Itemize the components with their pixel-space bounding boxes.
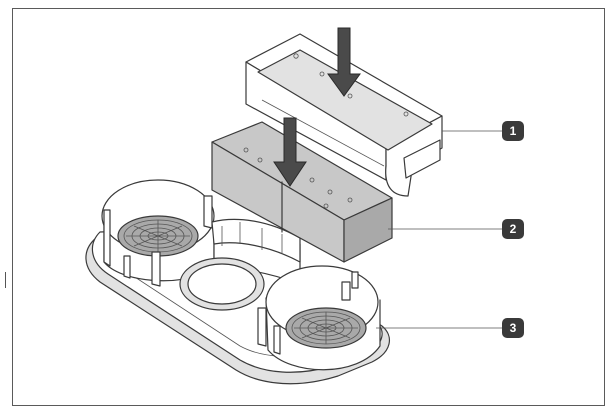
callout-3-label: 3 bbox=[510, 321, 517, 335]
middle-duct-insert bbox=[211, 121, 393, 263]
down-arrow-middle bbox=[273, 117, 307, 187]
base-tray bbox=[85, 179, 390, 385]
callout-1-label: 1 bbox=[510, 124, 517, 138]
left-edge-mark bbox=[5, 272, 6, 288]
down-arrow-upper bbox=[327, 27, 361, 97]
callout-1: 1 bbox=[502, 121, 524, 141]
callout-2: 2 bbox=[502, 219, 524, 239]
callout-3: 3 bbox=[502, 318, 524, 338]
callout-2-label: 2 bbox=[510, 222, 517, 236]
